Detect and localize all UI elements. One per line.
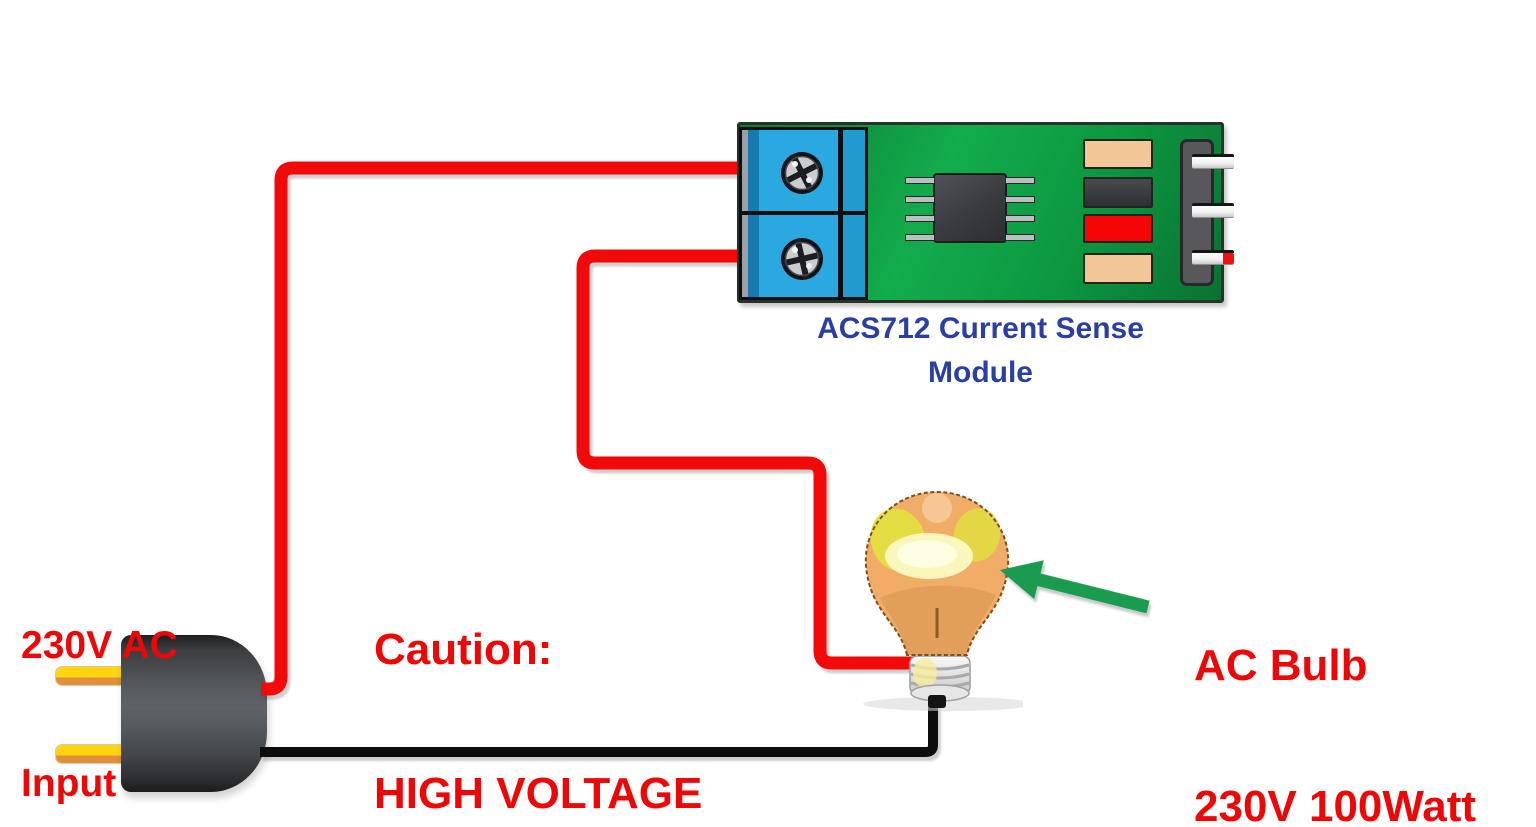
input-caption-line2: Input xyxy=(21,762,117,805)
module-label: ACS712 Current Sense Module xyxy=(737,307,1224,395)
ic-pin xyxy=(905,215,935,222)
terminal-screw-1 xyxy=(781,152,823,194)
header-pin-1 xyxy=(1192,154,1234,169)
ic-pin xyxy=(1005,215,1035,222)
input-caption: 230V AC Input xyxy=(21,531,178,827)
plug-body xyxy=(121,635,267,792)
smd-component-red xyxy=(1083,214,1153,243)
plug-prong-top xyxy=(56,667,128,685)
caution-caption: Caution: HIGH VOLTAGE xyxy=(374,530,702,827)
module-label-line2: Module xyxy=(928,356,1033,389)
input-caption-line1: 230V AC xyxy=(21,624,178,667)
bulb-caption-line2: 230V 100Watt xyxy=(1194,782,1477,827)
incandescent-bulb xyxy=(863,490,1023,711)
ic-pin xyxy=(905,196,935,203)
smd-component-tan xyxy=(1083,139,1153,169)
caution-caption-line1: Caution: xyxy=(374,625,553,674)
ic-pin xyxy=(905,234,935,241)
bulb-glass xyxy=(864,490,1010,656)
acs712-ic-chip xyxy=(933,173,1007,243)
caution-caption-line2: HIGH VOLTAGE xyxy=(374,769,703,818)
bulb-contact-tip xyxy=(928,695,946,708)
header-pin-3 xyxy=(1192,250,1234,265)
screw-terminal-block xyxy=(739,127,868,300)
bulb-caption-line1: AC Bulb xyxy=(1194,641,1368,690)
terminal-screw-2 xyxy=(781,238,823,280)
bulb-caption: AC Bulb 230V 100Watt xyxy=(1194,548,1476,827)
smd-component-tan xyxy=(1083,253,1153,284)
header-pin-2 xyxy=(1192,203,1234,218)
smd-component-dark xyxy=(1083,177,1153,208)
module-label-line1: ACS712 Current Sense xyxy=(817,312,1144,345)
header-pin-red-tip xyxy=(1223,253,1234,264)
terminal-divider-horizontal xyxy=(742,211,865,215)
plug-prong-bottom xyxy=(56,745,128,763)
ic-pin xyxy=(1005,177,1035,184)
ic-pin xyxy=(905,177,935,184)
ic-pin xyxy=(1005,234,1035,241)
ic-pin xyxy=(1005,196,1035,203)
